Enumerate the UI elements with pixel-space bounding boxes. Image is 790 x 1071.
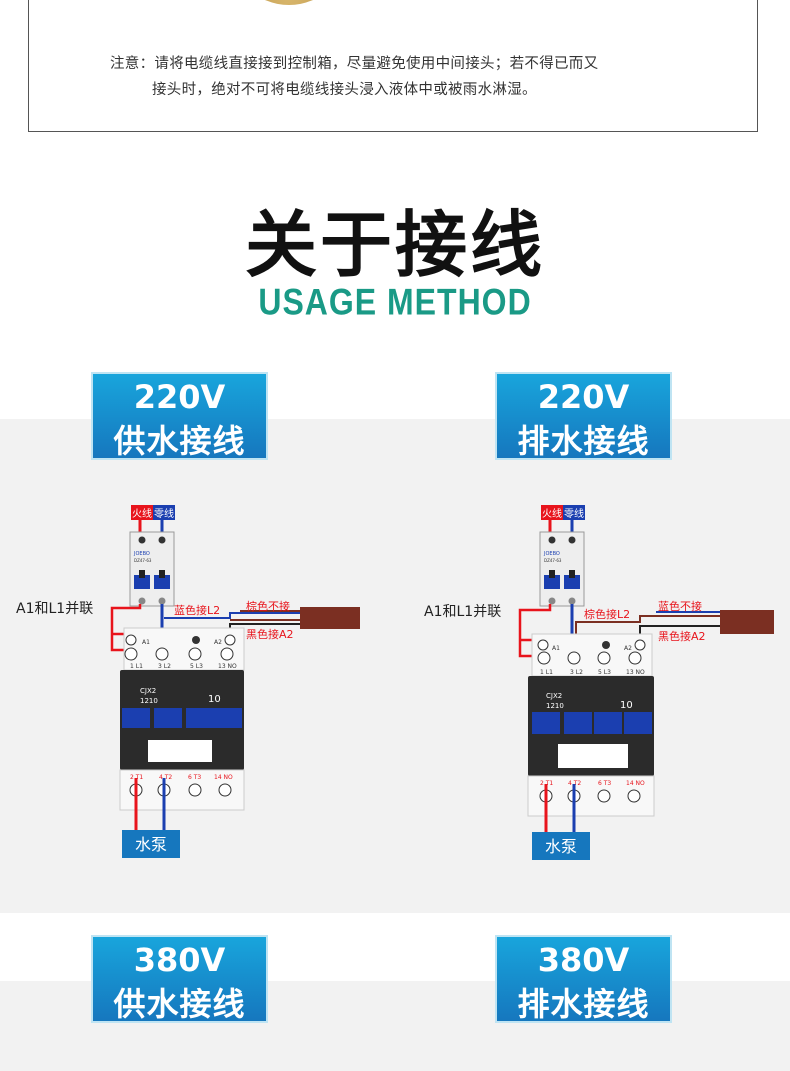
live-label: 火线 <box>132 507 152 520</box>
terminal-3-l2: 3 L2 <box>158 663 171 670</box>
cable-end <box>300 607 360 629</box>
mode-text: 供水接线 <box>113 422 246 460</box>
pump-box <box>532 832 590 860</box>
mode-text: 排水接线 <box>517 422 650 460</box>
terminal-14-no: 14 NO <box>626 780 645 787</box>
voltage-text: 220V <box>133 378 226 416</box>
contactor-model-1: CJX2 <box>546 692 562 700</box>
label-220v-drain: 220V 排水接线 <box>495 372 672 460</box>
coil-a1-label: A1 <box>552 645 560 652</box>
live-tag <box>541 505 563 520</box>
neutral-tag <box>563 505 585 520</box>
contactor-model-2: 1210 <box>546 702 564 710</box>
terminal-14-no: 14 NO <box>214 774 233 781</box>
coil-a2-label: A2 <box>624 645 632 652</box>
brown-wire-label: 棕色接L2 <box>584 607 630 621</box>
notice-text-line2: 接头时，绝对不可将电缆线接头浸入液体中或被雨水淋湿。 <box>152 82 537 98</box>
contactor-model-2: 1210 <box>140 697 158 705</box>
terminal-13-no: 13 NO <box>218 663 237 670</box>
terminal-2-t1: 2 T1 <box>130 774 143 781</box>
neutral-label: 零线 <box>564 507 584 520</box>
breaker-brand: JOEBO <box>543 551 560 557</box>
mode-text: 供水接线 <box>113 985 246 1023</box>
contactor: A1 A2 1 L1 3 L2 5 L3 13 NO CJX2 1210 10 … <box>119 627 245 811</box>
terminal-1-l1: 1 L1 <box>540 669 553 676</box>
contactor: A1 A2 1 L1 3 L2 5 L3 13 NO CJX2 1210 10 … <box>527 633 655 817</box>
blue-wire-label: 蓝色不接 <box>658 599 702 613</box>
coil-a1-label: A1 <box>142 639 150 646</box>
cable-end <box>720 610 774 634</box>
label-380v-drain: 380V 排水接线 <box>495 935 672 1023</box>
live-label: 火线 <box>542 507 562 520</box>
terminal-6-t3: 6 T3 <box>188 774 201 781</box>
pump-box <box>122 830 180 858</box>
parallel-label-right: A1和L1并联 <box>424 604 502 620</box>
voltage-text: 380V <box>133 941 226 979</box>
brown-wire-label: 棕色不接 <box>246 599 290 613</box>
notice-text-line1: 注意：请将电缆线直接接到控制箱，尽量避免使用中间接头；若不得已而又 <box>110 56 599 72</box>
contactor-rating: 10 <box>208 694 221 705</box>
section-subtitle: USAGE METHOD <box>258 281 532 323</box>
terminal-1-l1: 1 L1 <box>130 663 143 670</box>
contactor-rating: 10 <box>620 700 633 711</box>
neutral-label: 零线 <box>154 507 174 520</box>
circuit-breaker: JOEBO DZ47-63 <box>539 531 585 607</box>
breaker-model: DZ47-63 <box>134 558 152 563</box>
breaker-model: DZ47-63 <box>544 558 562 563</box>
terminal-2-t1: 2 T1 <box>540 780 553 787</box>
blue-wire-label: 蓝色接L2 <box>174 603 220 617</box>
mode-text: 排水接线 <box>517 985 650 1023</box>
voltage-text: 380V <box>537 941 630 979</box>
terminal-3-l2: 3 L2 <box>570 669 583 676</box>
terminal-4-t2: 4 T2 <box>159 774 172 781</box>
label-220v-supply: 220V 供水接线 <box>91 372 268 460</box>
label-380v-supply: 380V 供水接线 <box>91 935 268 1023</box>
breaker-brand: JOEBO <box>133 551 150 557</box>
pump-label: 水泵 <box>135 835 167 854</box>
wiring-diagram-supply: 火线 零线 JOEBO DZ47-63 蓝色接L2 棕色不接 黑色接A2 A1 … <box>110 505 360 858</box>
parallel-label-left: A1和L1并联 <box>16 601 94 617</box>
wiring-diagram-drain: 火线 零线 JOEBO DZ47-63 棕色接L2 蓝色不接 黑色接A2 A1 … <box>518 505 774 860</box>
terminal-5-l3: 5 L3 <box>190 663 203 670</box>
product-image-edge <box>229 0 349 5</box>
terminal-13-no: 13 NO <box>626 669 645 676</box>
coil-a2-label: A2 <box>214 639 222 646</box>
terminal-4-t2: 4 T2 <box>568 780 581 787</box>
terminal-6-t3: 6 T3 <box>598 780 611 787</box>
voltage-text: 220V <box>537 378 630 416</box>
circuit-breaker: JOEBO DZ47-63 <box>129 531 175 607</box>
neutral-tag <box>153 505 175 520</box>
live-tag <box>131 505 153 520</box>
black-wire-label: 黑色接A2 <box>246 627 294 641</box>
notice-box <box>28 0 758 132</box>
contactor-model-1: CJX2 <box>140 687 156 695</box>
terminal-5-l3: 5 L3 <box>598 669 611 676</box>
black-wire-label: 黑色接A2 <box>658 629 706 643</box>
section-title: 关于接线 <box>244 203 545 287</box>
pump-label: 水泵 <box>545 837 577 856</box>
